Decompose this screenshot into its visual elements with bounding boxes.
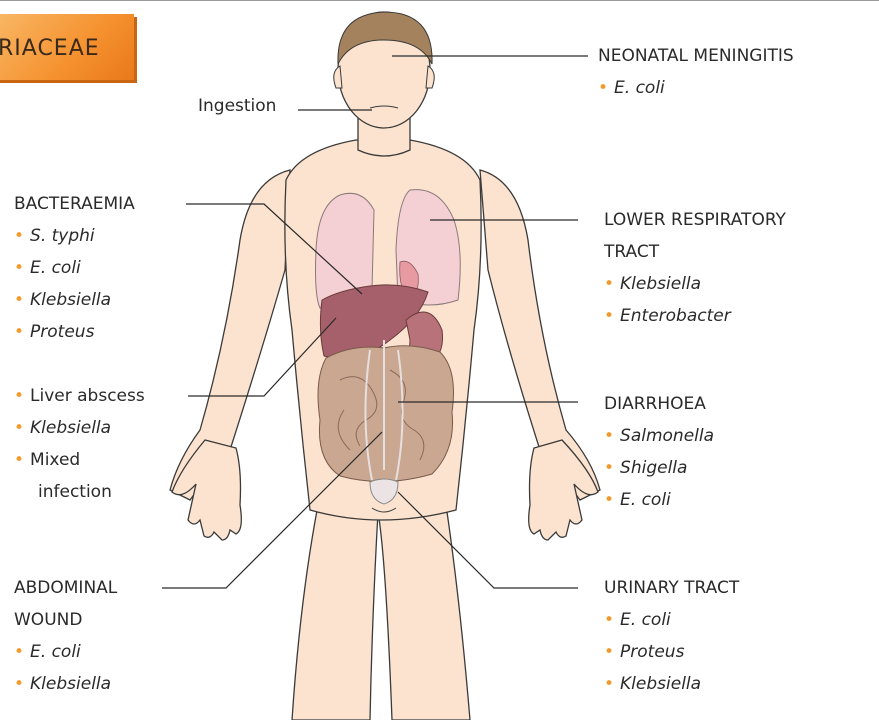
list-item: •S. typhi: [14, 220, 135, 252]
bullet-icon: •: [14, 322, 24, 342]
title-box: RIACEAE: [0, 14, 134, 80]
bullet-icon: •: [604, 490, 614, 510]
neonatal-heading: NEONATAL MENINGITIS: [598, 40, 794, 72]
bullet-icon: •: [604, 642, 614, 662]
ear-right: [426, 66, 434, 88]
bullet-icon: •: [604, 610, 614, 630]
list-item: •Klebsiella: [14, 412, 145, 444]
list-item: •E. coli: [604, 484, 714, 516]
bullet-icon: •: [604, 426, 614, 446]
respiratory-heading-line2: TRACT: [604, 236, 786, 268]
bullet-icon: •: [14, 226, 24, 246]
list-item: •E. coli: [604, 604, 739, 636]
bacteraemia-heading: BACTERAEMIA: [14, 188, 135, 220]
title: RIACEAE: [0, 36, 100, 61]
list-item: •Proteus: [14, 316, 135, 348]
list-item: •E. coli: [598, 72, 794, 104]
list-item: •Klebsiella: [604, 668, 739, 700]
bullet-icon: •: [14, 450, 24, 470]
list-item: •Liver abscess: [14, 380, 145, 412]
bullet-icon: •: [14, 290, 24, 310]
bullet-icon: •: [14, 642, 24, 662]
ingestion-label: Ingestion: [198, 96, 276, 116]
bullet-icon: •: [604, 674, 614, 694]
left-hand: [172, 440, 241, 540]
list-item: •E. coli: [14, 636, 117, 668]
diarrhoea-heading: DIARRHOEA: [604, 388, 714, 420]
abdominal-heading-line1: ABDOMINAL: [14, 572, 117, 604]
bullet-icon: •: [14, 258, 24, 278]
bacteraemia-block: BACTERAEMIA •S. typhi •E. coli •Klebsiel…: [14, 188, 135, 348]
intestines: [318, 346, 454, 482]
bullet-icon: •: [14, 674, 24, 694]
list-item: •Mixed: [14, 444, 145, 476]
respiratory-block: LOWER RESPIRATORY TRACT •Klebsiella •Ent…: [604, 204, 786, 332]
list-item-continuation: infection: [14, 476, 145, 508]
abdominal-wound-block: ABDOMINAL WOUND •E. coli •Klebsiella: [14, 572, 117, 700]
urinary-tract-block: URINARY TRACT •E. coli •Proteus •Klebsie…: [604, 572, 739, 700]
bullet-icon: •: [598, 78, 608, 98]
urinary-heading: URINARY TRACT: [604, 572, 739, 604]
abdominal-heading-line2: WOUND: [14, 604, 117, 636]
bullet-icon: •: [604, 458, 614, 478]
list-item: •Klebsiella: [604, 268, 786, 300]
bullet-icon: •: [14, 386, 24, 406]
list-item: •Shigella: [604, 452, 714, 484]
list-item: •Salmonella: [604, 420, 714, 452]
list-item: •E. coli: [14, 252, 135, 284]
bullet-icon: •: [14, 418, 24, 438]
list-item: •Klebsiella: [14, 284, 135, 316]
bullet-icon: •: [604, 306, 614, 326]
neonatal-meningitis-block: NEONATAL MENINGITIS •E. coli: [598, 40, 794, 104]
bullet-icon: •: [604, 274, 614, 294]
right-hand: [529, 440, 598, 540]
list-item: •Proteus: [604, 636, 739, 668]
list-item: •Klebsiella: [14, 668, 117, 700]
list-item: •Enterobacter: [604, 300, 786, 332]
diarrhoea-block: DIARRHOEA •Salmonella •Shigella •E. coli: [604, 388, 714, 516]
liver-abscess-block: •Liver abscess •Klebsiella •Mixed infect…: [14, 380, 145, 508]
ear-left: [334, 66, 342, 88]
respiratory-heading-line1: LOWER RESPIRATORY: [604, 204, 786, 236]
